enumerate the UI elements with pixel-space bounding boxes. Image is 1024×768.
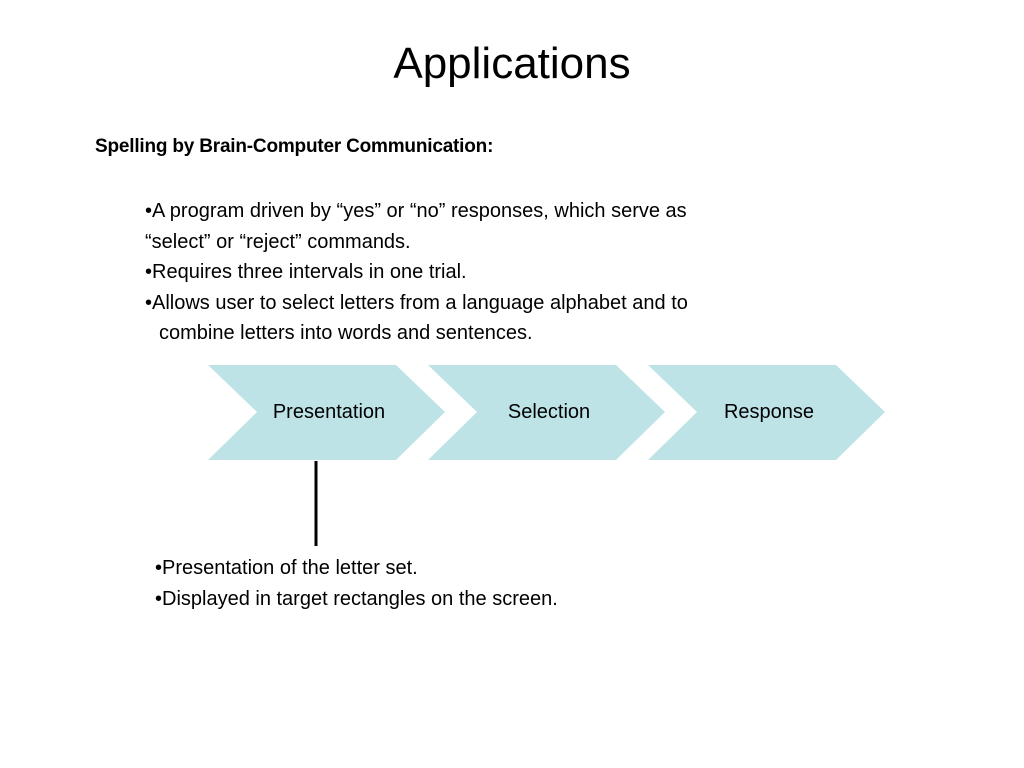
chevron-selection: [428, 365, 665, 460]
top-bullet-list: •A program driven by “yes” or “no” respo…: [145, 196, 825, 349]
bullet-item: •Displayed in target rectangles on the s…: [155, 587, 558, 610]
bullet-item: •Presentation of the letter set.: [155, 557, 418, 579]
bullet-continuation: combine letters into words and sentences…: [159, 322, 533, 344]
step-label-selection: Selection: [507, 401, 591, 423]
bullet-item: •A program driven by “yes” or “no” respo…: [145, 200, 687, 222]
bottom-bullet-list: •Presentation of the letter set. •Displa…: [155, 553, 558, 614]
chevron-response: [648, 365, 885, 460]
step-label-response: Response: [723, 401, 815, 423]
bullet-item: •Requires three intervals in one trial.: [145, 261, 467, 283]
slide-title: Applications: [393, 39, 631, 88]
section-subtitle: Spelling by Brain-Computer Communication…: [95, 136, 494, 157]
step-label-presentation: Presentation: [272, 401, 386, 423]
chevron-presentation: [208, 365, 445, 460]
bullet-continuation: “select” or “reject” commands.: [145, 230, 411, 253]
bullet-item: •Allows user to select letters from a la…: [145, 291, 688, 314]
